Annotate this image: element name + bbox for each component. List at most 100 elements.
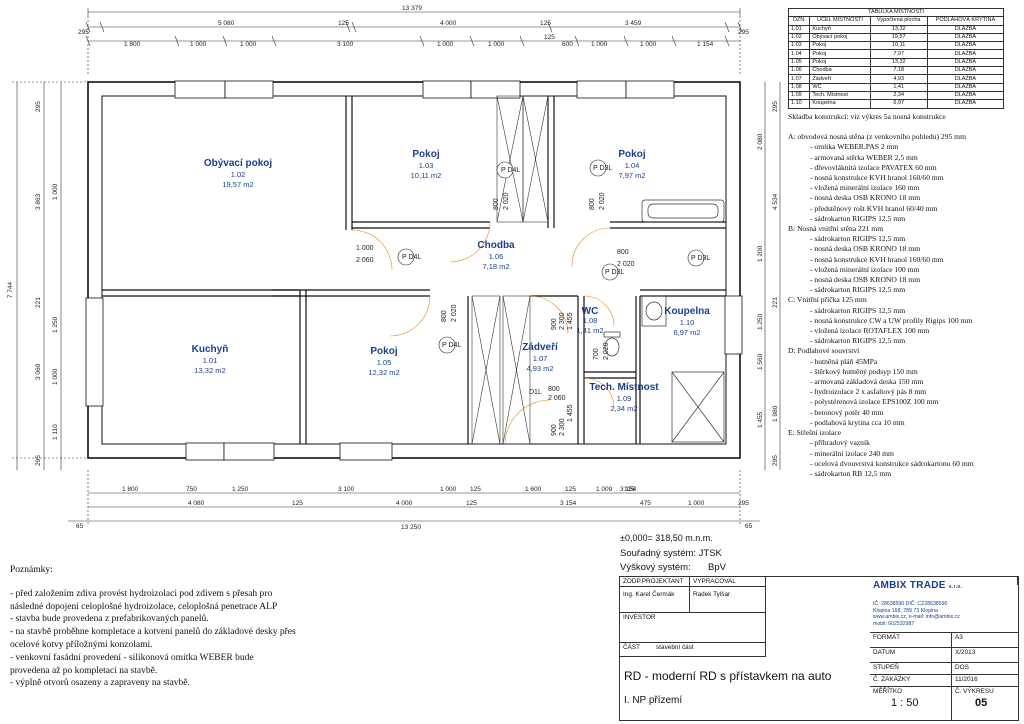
dim-t1-3: 4 000 — [440, 20, 457, 27]
room-name-1-08: WC — [582, 306, 599, 317]
spec-line: - vložená minerální izolace 160 mm — [810, 183, 920, 193]
table-cell: Pokoj — [809, 57, 871, 68]
room-num-1-01: 1.01 — [203, 356, 218, 365]
spec-line: C: Vnitřní příčka 125 mm — [788, 295, 867, 305]
vykresu-label: Č. VÝKRESU — [955, 688, 994, 695]
dim-t2-6: 600 — [562, 41, 573, 48]
table-cell: 6,97 — [869, 99, 928, 109]
table-cell: Tech. Místnost — [809, 90, 871, 101]
dim-li-3: 1 110 — [52, 424, 59, 440]
note-line: - na stavbě proběhne kompletace a kotven… — [10, 627, 296, 638]
door-w-8: 900 — [551, 424, 558, 436]
note-line: - před založením zdiva provést hydroizol… — [10, 588, 273, 599]
spec-line — [788, 122, 1020, 132]
bathroom-fixtures — [603, 199, 725, 443]
door-w-7: 900 — [551, 318, 558, 330]
table-cell: DLAŽBA — [926, 99, 1005, 109]
spec-line: - polystérenová izolace EPS100Z 100 mm — [810, 397, 939, 407]
door-h-5: 2 020 — [603, 342, 610, 360]
dim-ro-4: 295 — [772, 455, 779, 466]
table-cell: 1.08 — [787, 82, 811, 92]
notes-title: Poznámky: — [10, 565, 53, 575]
dim-b3-0: 65 — [76, 523, 84, 530]
door-tag-3: P D3L — [691, 255, 710, 262]
company-line: Klopina 168, 789 73 Klopina — [873, 607, 938, 614]
vykresu-value: 05 — [975, 697, 988, 709]
table-cell: 19,57 — [869, 32, 928, 43]
room-labels: Obývací pokoj 1.02 19,57 m2 Pokoj 1.03 1… — [192, 149, 711, 413]
dim-t2-7: 1 000 — [591, 41, 608, 48]
room-num-1-06: 1.06 — [489, 252, 504, 261]
cast-value: stavební část — [656, 644, 694, 651]
table-cell: Pokoj — [809, 49, 871, 59]
stupen-label: STUPEŇ — [870, 663, 952, 675]
dim-ri-1: 1 200 — [757, 245, 764, 262]
dim-t2-0: 1 800 — [124, 41, 141, 48]
room-area-1-05: 12,32 m2 — [368, 368, 399, 377]
construction-spec: Skladba konstrukcí: viz výkres 5a nosná … — [788, 112, 1020, 479]
format-label: FORMÁT — [870, 633, 952, 648]
table-cell: DLAŽBA — [926, 24, 1005, 34]
dim-b1-1: 750 — [186, 486, 197, 493]
room-num-1-07: 1.07 — [533, 354, 548, 363]
door-w-5: 700 — [593, 348, 600, 360]
door-tag-1: P D4L — [501, 167, 520, 174]
table-cell: Koupelna — [809, 99, 871, 109]
door-tag-5: P D3L — [605, 269, 624, 276]
door-w-1: 800 — [493, 198, 500, 210]
table-cell: DLAŽBA — [926, 82, 1005, 92]
spec-line: - nosná konstrukce KVH hranol 160/60 mm — [810, 254, 944, 264]
wardrobes — [471, 95, 549, 445]
dim-b1-8: 1 009 — [596, 486, 613, 493]
title-spacer — [766, 577, 1018, 585]
table-cell: 1.06 — [787, 66, 811, 76]
spec-line: - sádrokarton RIGIPS 12,5 mm — [810, 234, 906, 244]
spec-line: - předstěnový rošt KVH hranol 60/40 mm — [810, 203, 938, 213]
spec-line: B: Nosná vnitřní stěna 221 mm — [788, 224, 884, 234]
dim-b1-0: 1 800 — [122, 486, 139, 493]
spec-line: - omítka WEBER.PAS 2 mm — [810, 142, 899, 152]
dim-ro-0: 295 — [772, 101, 779, 112]
room-table-header: ÚČEL MÍSTNOSTI — [809, 16, 871, 26]
room-area-1-04: 7,97 m2 — [618, 171, 645, 180]
spec-line: - armovaná základová deska 150 mm — [810, 377, 924, 387]
dim-li-1: 1 250 — [52, 316, 59, 333]
meritko-cell: MĚŘÍTKO 1 : 50 — [870, 687, 952, 720]
note-line: následné dopojení celoplošné hydroizolac… — [10, 601, 278, 612]
dim-b1-4: 1 000 — [440, 486, 457, 493]
company-line: IČ: 28638590 DIČ: CZ28638590 — [873, 601, 948, 607]
dim-b1-12: 295 — [738, 500, 749, 507]
dim-t2-2: 1 000 — [240, 41, 257, 48]
room-table-header: OZN. — [787, 16, 811, 26]
room-area-1-06: 7,18 m2 — [482, 262, 509, 271]
drawing-title: I. NP přízemí — [624, 695, 683, 706]
room-table-header: Vypočtená plocha — [869, 16, 928, 26]
room-name-1-07: Zádveří — [522, 342, 559, 353]
room-num-1-09: 1.09 — [617, 394, 632, 403]
table-cell: 2,34 — [869, 90, 928, 101]
datum-label: DATUM — [870, 648, 952, 663]
door-w-6: 800 — [548, 386, 560, 393]
top-dimension-lines — [85, 8, 743, 75]
dim-b1-5: 125 — [470, 486, 481, 493]
door-tag-4: P D4L — [442, 342, 461, 349]
dim-b1-7: 125 — [565, 486, 576, 493]
dim-l-3: 3 060 — [35, 363, 42, 380]
project-title: RD - moderní RD s přístavkem na auto — [624, 669, 832, 683]
dim-t1-6: 295 — [738, 29, 749, 36]
table-cell: 4,93 — [869, 74, 928, 84]
dim-bottom-mid: 3 154 — [620, 486, 637, 493]
door-h-7: 2 300 — [559, 312, 566, 330]
dim-t2-9: 1 154 — [697, 41, 714, 48]
table-cell: 13,32 — [869, 24, 928, 34]
spec-line: - sádrokarton RIGIPS 12,5 mm — [810, 336, 906, 346]
room-table-title: TABULKA MÍSTNOSTÍ — [788, 7, 1004, 18]
spec-line: - hutněná pláň 45MPa — [810, 356, 878, 366]
height-system-value: BpV — [708, 562, 726, 573]
room-num-1-03: 1.03 — [419, 161, 434, 170]
overall-height-left: 7 744 — [7, 281, 14, 298]
dim-li-0: 1 000 — [52, 183, 59, 200]
door-h-8: 2 300 — [559, 418, 566, 436]
dim-b2-3: 125 — [466, 500, 477, 507]
